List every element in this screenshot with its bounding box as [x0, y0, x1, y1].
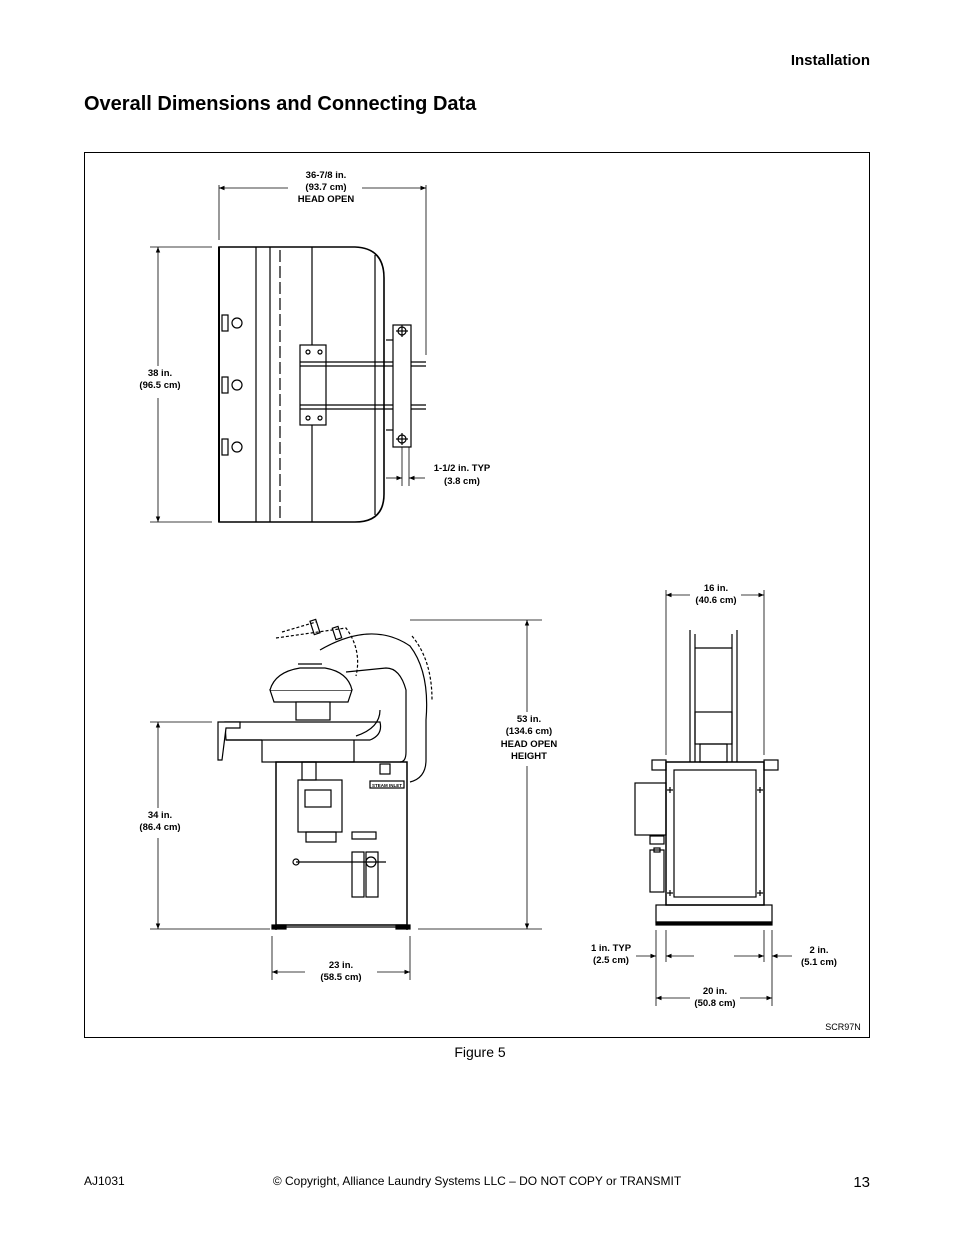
- pipe-spacing-line1: 1-1/2 in. TYP: [434, 463, 491, 474]
- figure-frame: [84, 152, 870, 1038]
- left-offset-line1: 1 in. TYP: [591, 943, 632, 954]
- top-width-line1: 16 in.: [704, 583, 728, 594]
- depth-line2: (96.5 cm): [139, 380, 180, 391]
- top-view-labels: 36-7/8 in. (93.7 cm) HEAD OPEN 38 in. (9…: [139, 170, 490, 487]
- front-base-width-line1: 20 in.: [703, 986, 727, 997]
- copyright-notice: © Copyright, Alliance Laundry Systems LL…: [272, 1174, 682, 1188]
- steam-inlet-label: STEAM INLET: [372, 783, 402, 788]
- head-open-width-line1: 36-7/8 in.: [306, 170, 347, 181]
- doc-id: AJ1031: [84, 1174, 125, 1188]
- pipe-spacing-line2: (3.8 cm): [444, 476, 480, 487]
- side-view-labels: 34 in. (86.4 cm) 53 in. (134.6 cm) HEAD …: [139, 714, 557, 983]
- page-number: 13: [853, 1174, 870, 1191]
- head-open-width-line3: HEAD OPEN: [298, 194, 355, 205]
- top-view: [218, 246, 426, 523]
- head-open-height-line3: HEAD OPEN: [501, 739, 558, 750]
- base-width-line1: 23 in.: [329, 960, 353, 971]
- right-offset-line2: (5.1 cm): [801, 957, 837, 968]
- left-offset-line2: (2.5 cm): [593, 955, 629, 966]
- top-width-line2: (40.6 cm): [695, 595, 736, 606]
- page-title: Overall Dimensions and Connecting Data: [84, 93, 477, 115]
- side-view-dimensions: [150, 619, 542, 980]
- height-line2: (86.4 cm): [139, 822, 180, 833]
- front-view-labels: 16 in. (40.6 cm) 1 in. TYP (2.5 cm) 2 in…: [591, 583, 837, 1009]
- height-line1: 34 in.: [148, 810, 172, 821]
- front-view: [634, 630, 779, 926]
- head-open-height-line1: 53 in.: [517, 714, 541, 725]
- front-base-width-line2: (50.8 cm): [694, 998, 735, 1009]
- head-open-height-line4: HEIGHT: [511, 751, 547, 762]
- section-label: Installation: [790, 52, 870, 69]
- figure-caption: Figure 5: [454, 1044, 506, 1060]
- front-view-dimensions: [636, 590, 792, 1006]
- side-view: [217, 618, 433, 930]
- right-offset-line1: 2 in.: [809, 945, 828, 956]
- depth-line1: 38 in.: [148, 368, 172, 379]
- head-open-height-line2: (134.6 cm): [506, 726, 552, 737]
- figure-code: SCR97N: [825, 1022, 861, 1032]
- head-open-width-line2: (93.7 cm): [305, 182, 346, 193]
- base-width-line2: (58.5 cm): [320, 972, 361, 983]
- top-view-dimensions: [150, 185, 427, 523]
